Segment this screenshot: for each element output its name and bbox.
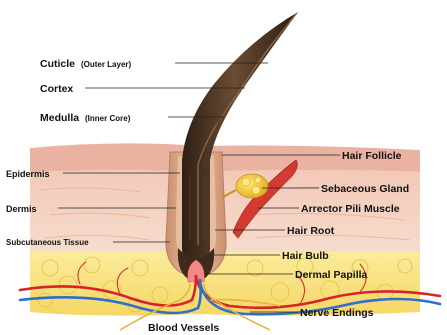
label-medulla-note: (Inner Core) — [85, 114, 131, 123]
svg-text:Cuticle (Outer Layer): Cuticle (Outer Layer) — [40, 58, 132, 70]
label-medulla: Medulla — [40, 112, 79, 124]
label-cuticle: Cuticle — [40, 58, 75, 70]
svg-text:Medulla (Inner Core): Medulla (Inner Core) — [40, 112, 131, 124]
label-cuticle-note: (Outer Layer) — [81, 60, 132, 69]
label-subcutaneous-tissue: Subcutaneous Tissue — [6, 238, 89, 247]
label-hair-root: Hair Root — [287, 225, 335, 237]
label-epidermis: Epidermis — [6, 169, 50, 179]
label-blood-vessels: Blood Vessels — [148, 322, 219, 334]
label-hair-bulb: Hair Bulb — [282, 250, 329, 262]
label-dermal-papilla: Dermal Papilla — [295, 269, 368, 281]
label-nerve-endings: Nerve Endings — [300, 307, 374, 319]
label-cortex: Cortex — [40, 83, 73, 95]
label-hair-follicle: Hair Follicle — [342, 150, 402, 162]
label-dermis: Dermis — [6, 204, 37, 214]
label-sebaceous-gland: Sebaceous Gland — [321, 183, 409, 195]
label-arrector-pili-muscle: Arrector Pili Muscle — [301, 203, 400, 215]
